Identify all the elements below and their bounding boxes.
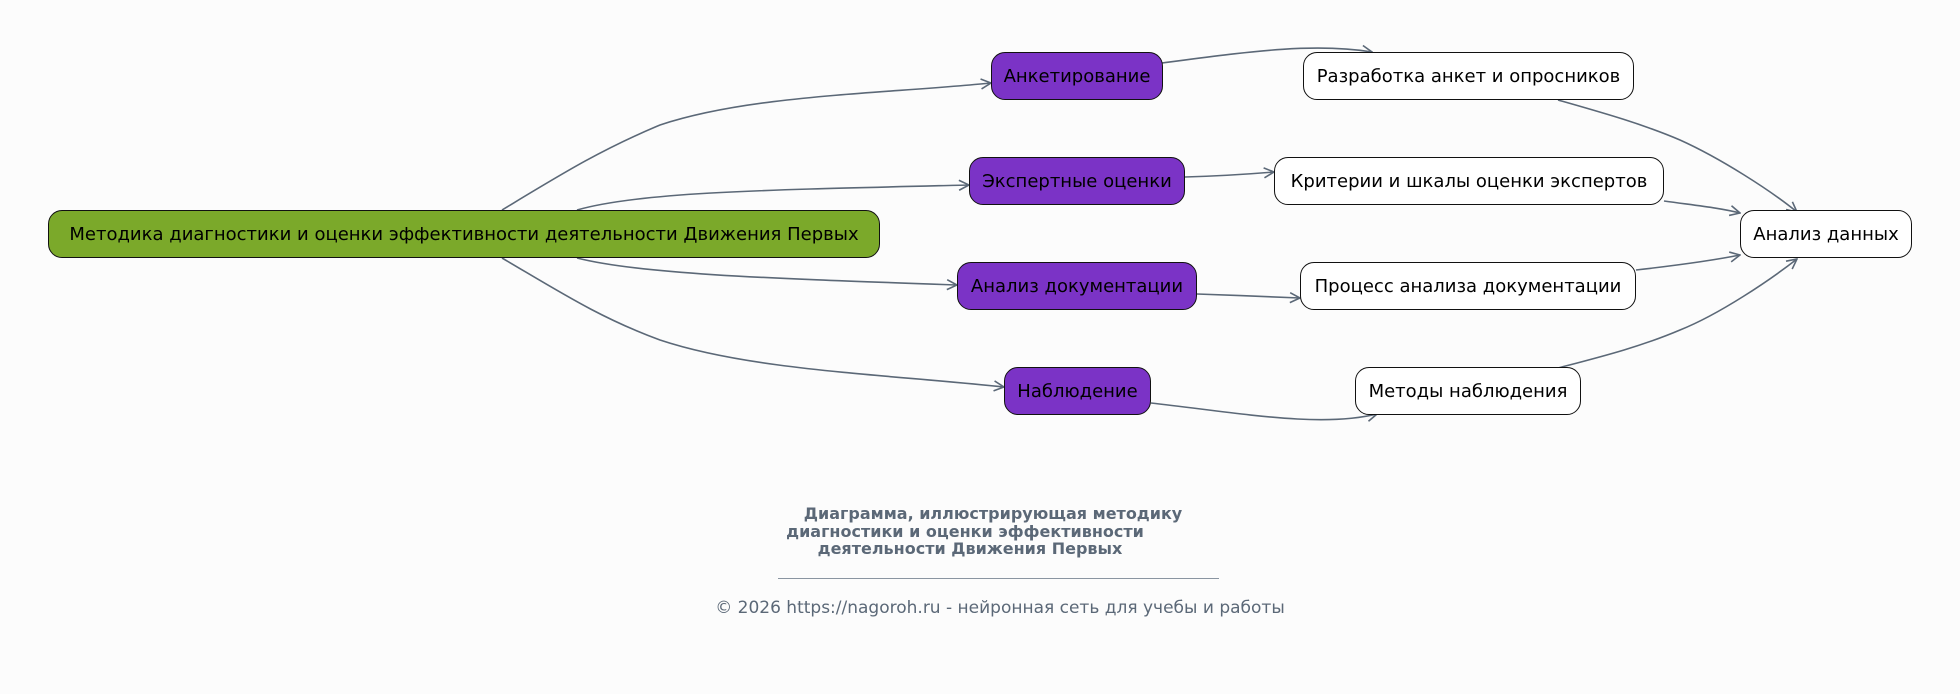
- edge-root-to-observation: [501, 257, 1004, 387]
- caption-line-1: Диаграмма, иллюстрирующая методику: [803, 504, 1183, 523]
- edge-observation-to-methods: [1150, 402, 1377, 420]
- method-node-label: Анкетирование: [1003, 65, 1151, 87]
- diagram-caption: Диаграмма, иллюстрирующая методику диагн…: [700, 505, 1260, 558]
- result-node-analysis: Анализ данных: [1740, 210, 1912, 258]
- detail-node-criteria: Критерии и шкалы оценки экспертов: [1274, 157, 1664, 205]
- method-node-observation: Наблюдение: [1004, 367, 1151, 415]
- caption-line-2: диагностики и оценки эффективности: [786, 521, 1144, 541]
- edge-expert-to-criteria: [1184, 172, 1274, 177]
- detail-node-process: Процесс анализа документации: [1300, 262, 1636, 310]
- root-node-label: Методика диагностики и оценки эффективно…: [69, 223, 859, 245]
- detail-node-label: Процесс анализа документации: [1314, 275, 1622, 297]
- method-node-expert: Экспертные оценки: [969, 157, 1185, 205]
- root-node: Методика диагностики и оценки эффективно…: [48, 210, 880, 258]
- edge-criteria-to-analysis: [1663, 200, 1740, 213]
- edge-root-to-survey: [501, 83, 991, 211]
- detail-node-questionnaires: Разработка анкет и опросников: [1303, 52, 1634, 100]
- copyright-text: © 2026 https://nagoroh.ru - нейронная се…: [715, 598, 1285, 618]
- edge-process-to-analysis: [1635, 255, 1740, 271]
- method-node-label: Экспертные оценки: [982, 170, 1172, 192]
- method-node-label: Анализ документации: [970, 275, 1184, 297]
- caption-line-3: деятельности Движения Первых: [817, 539, 1123, 558]
- edge-docs-to-process: [1196, 294, 1300, 298]
- edge-root-to-expert: [576, 185, 969, 211]
- caption-divider: [778, 578, 1219, 579]
- detail-node-label: Разработка анкет и опросников: [1316, 65, 1621, 87]
- edge-methods-to-analysis: [1557, 259, 1797, 369]
- edge-questionnaires-to-analysis: [1557, 99, 1797, 212]
- detail-node-methods: Методы наблюдения: [1355, 367, 1581, 415]
- detail-node-label: Методы наблюдения: [1368, 380, 1568, 402]
- method-node-docs: Анализ документации: [957, 262, 1197, 310]
- method-node-label: Наблюдение: [1017, 380, 1138, 402]
- edge-root-to-docs: [576, 257, 957, 285]
- detail-node-label: Критерии и шкалы оценки экспертов: [1290, 170, 1648, 192]
- edge-survey-to-questionnaires: [1161, 48, 1372, 64]
- result-node-label: Анализ данных: [1753, 223, 1899, 245]
- method-node-survey: Анкетирование: [991, 52, 1163, 100]
